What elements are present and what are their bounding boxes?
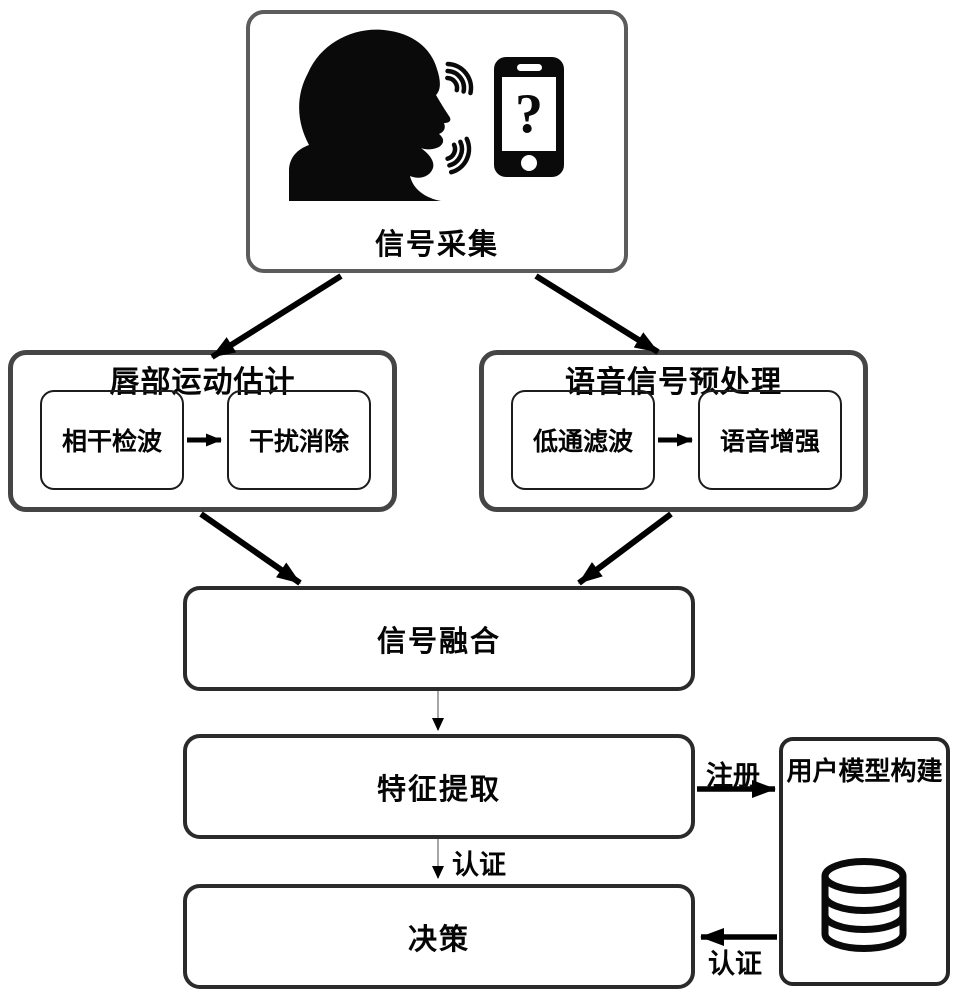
node-signal-collection-label: 信号采集 <box>374 229 499 261</box>
node-feature-extraction-label: 特征提取 <box>376 773 501 806</box>
edge-label-authenticate: 认证 <box>452 850 506 880</box>
node-interference-removal-label: 干扰消除 <box>248 429 349 456</box>
node-user-model: 用户模型构建 <box>779 737 950 986</box>
node-signal-fusion-label: 信号融合 <box>376 625 501 658</box>
node-signal-fusion: 信号融合 <box>183 586 695 691</box>
edge-label-authenticate-return: 认证 <box>708 949 762 979</box>
edge-label-register: 注册 <box>706 761 760 791</box>
node-speech-enhancement-label: 语音增强 <box>719 429 820 456</box>
node-lowpass-filter: 低通滤波 <box>511 390 655 490</box>
node-speech-enhancement: 语音增强 <box>698 390 842 490</box>
node-lip-motion-group: 唇部运动估计 相干检波 干扰消除 <box>8 350 397 512</box>
node-decision-label: 决策 <box>407 923 470 956</box>
arrow-collection-to-speech <box>534 273 660 355</box>
speech-preprocessing-group-title: 语音信号预处理 <box>565 366 782 399</box>
node-lowpass-filter-label: 低通滤波 <box>532 429 633 456</box>
node-signal-collection: 信号采集 <box>246 10 628 273</box>
node-decision: 决策 <box>183 884 695 989</box>
arrow-lip-to-fusion <box>199 511 302 586</box>
node-feature-extraction: 特征提取 <box>183 734 695 839</box>
node-speech-preprocessing-group: 语音信号预处理 低通滤波 语音增强 <box>479 350 868 512</box>
arrow-collection-to-lip <box>210 273 343 360</box>
node-coherent-detection: 相干检波 <box>40 390 184 490</box>
question-mark-icon: ? <box>515 83 543 145</box>
arrow-speech-to-fusion <box>577 511 673 586</box>
node-coherent-detection-label: 相干检波 <box>61 429 162 456</box>
node-user-model-title: 用户模型构建 <box>786 757 943 786</box>
node-interference-removal: 干扰消除 <box>227 390 371 490</box>
lip-motion-group-title: 唇部运动估计 <box>109 366 296 399</box>
